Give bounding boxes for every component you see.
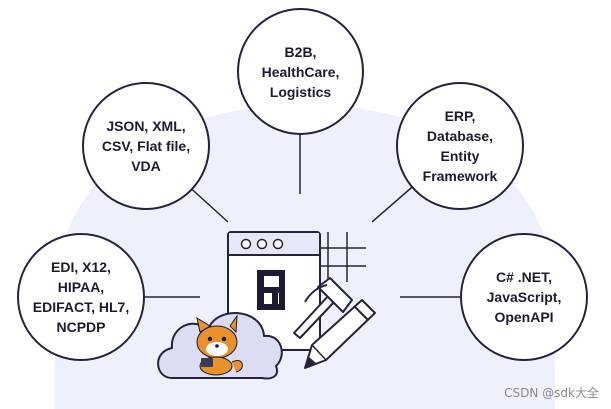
connector-top-right	[371, 181, 419, 223]
fox-mascot-icon	[196, 314, 243, 376]
pencil-icon	[304, 299, 376, 369]
bubble-text-line: B2B,	[284, 43, 317, 60]
bubble-text-line: JavaScript,	[486, 289, 562, 305]
hammer-icon	[293, 277, 353, 339]
bubble-text-line: EDI, X12,	[51, 259, 111, 275]
bubble-text-line: NCPDP	[56, 319, 106, 335]
bubble-file-formats: JSON, XML, CSV, Flat file, VDA	[82, 82, 210, 210]
bubble-edi-standards: EDI, X12, HIPAA, EDIFACT, HL7, NCPDP	[17, 233, 145, 361]
bubble-text-line: CSV, Flat file,	[101, 138, 191, 154]
bubble-text-line: VDA	[131, 158, 161, 174]
e-logo-icon	[257, 270, 285, 310]
bubble-text-line: HealthCare,	[261, 63, 340, 80]
bubble-text-line: EDIFACT, HL7,	[32, 299, 130, 315]
bubble-data-sources: ERP, Database, Entity Framework	[396, 82, 524, 210]
bubble-text-line: Framework	[422, 168, 498, 184]
bubble-industries: B2B, HealthCare, Logistics	[237, 8, 364, 135]
bubble-text-line: ERP,	[444, 108, 476, 124]
watermark: CSDN @sdk大全	[504, 386, 599, 400]
bubble-text-line: Logistics	[269, 83, 332, 100]
bubble-text-line: Database,	[426, 128, 494, 144]
bubble-text-line: C# .NET,	[495, 269, 552, 285]
bubble-platforms: C# .NET, JavaScript, OpenAPI	[460, 233, 588, 361]
bubble-text-line: OpenAPI	[494, 309, 554, 325]
bubble-text-line: JSON, XML,	[106, 118, 186, 134]
bubble-text-line: Entity	[440, 148, 480, 164]
bubble-text-line: HIPAA,	[57, 279, 105, 295]
